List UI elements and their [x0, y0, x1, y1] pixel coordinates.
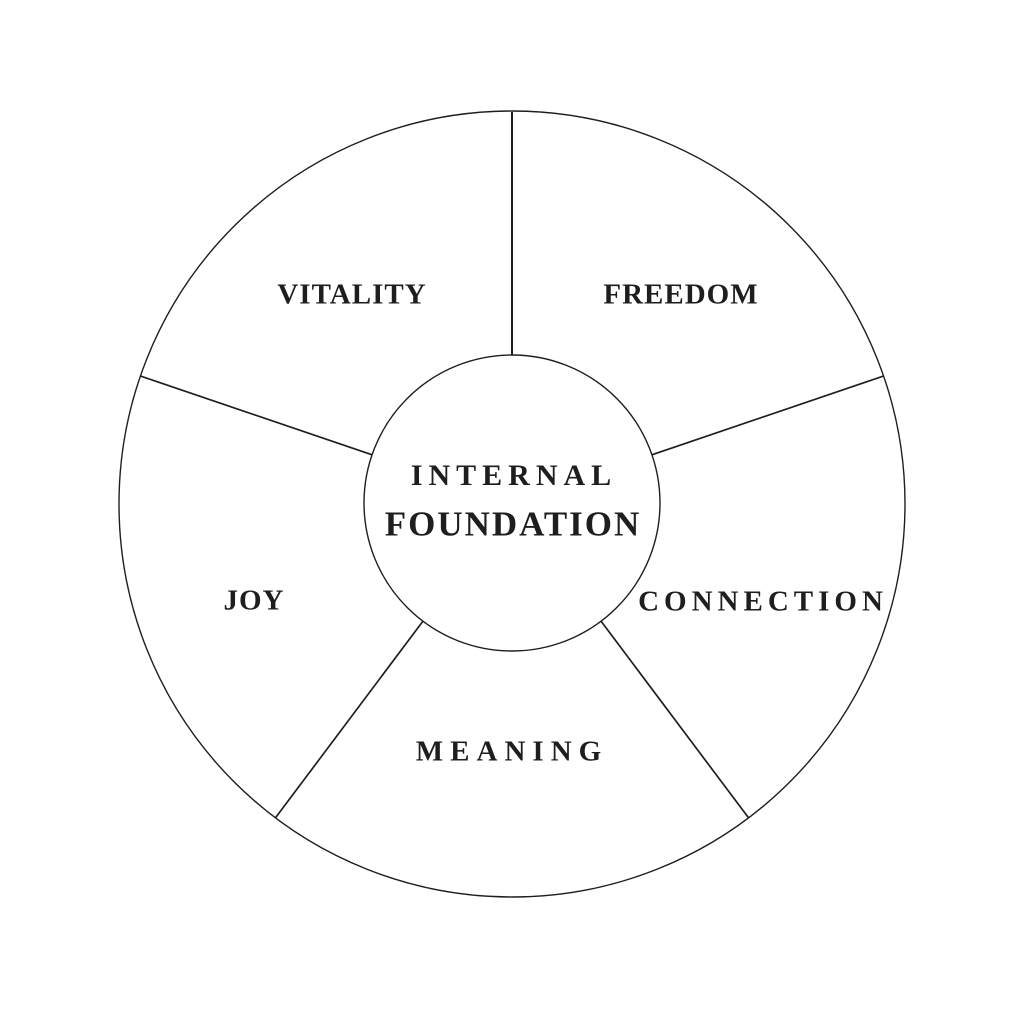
outer-circle — [118, 110, 906, 898]
sector-label-meaning: MEANING — [415, 735, 609, 768]
divider-meaning-joy — [274, 620, 424, 819]
hub-circle — [363, 354, 661, 652]
hub-label-line2: FOUNDATION — [384, 504, 642, 544]
hub-label-line1: INTERNAL — [410, 459, 618, 492]
sector-label-freedom: FREEDOM — [603, 278, 759, 311]
sector-label-vitality: VITALITY — [277, 278, 427, 311]
divider-joy-vitality — [140, 375, 373, 456]
divider-connection-meaning — [600, 620, 750, 819]
divider-freedom-connection — [651, 375, 884, 456]
sector-label-joy: JOY — [223, 584, 285, 617]
sector-label-connection: CONNECTION — [638, 585, 888, 618]
